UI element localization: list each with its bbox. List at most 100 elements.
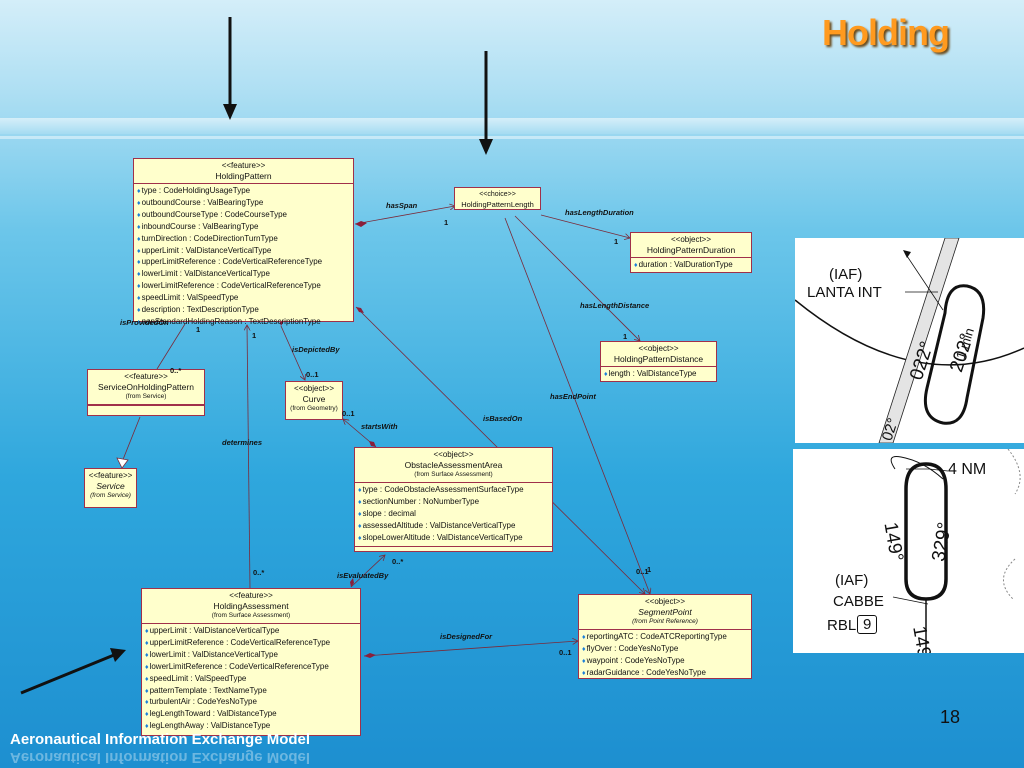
- class-segment-point[interactable]: <<object>> SegmentPoint (from Point Refe…: [578, 594, 752, 679]
- header-band: [0, 118, 1024, 134]
- footer-text: Aeronautical Information Exchange Model: [10, 731, 311, 748]
- attribute: legLengthAway : ValDistanceType: [145, 721, 357, 733]
- multiplicity: 0..1: [342, 409, 355, 418]
- class-holding-pattern[interactable]: <<feature>> HoldingPattern type : CodeHo…: [133, 158, 354, 326]
- attribute: speedLimit : ValSpeedType: [137, 293, 350, 305]
- multiplicity: 0..1: [636, 567, 649, 576]
- class-name: HoldingPatternDuration: [646, 245, 736, 255]
- attribute: inboundCourse : ValBearingType: [137, 222, 350, 234]
- package-origin: (from Point Reference): [632, 618, 698, 625]
- stereotype: <<feature>>: [229, 591, 273, 600]
- attribute: sectionNumber : NoNumberType: [358, 497, 549, 509]
- multiplicity: 1: [647, 565, 652, 574]
- attribute: turbulentAir : CodeYesNoType: [145, 697, 357, 709]
- holding-pattern-drawing: [795, 238, 1024, 443]
- attribute: outboundCourse : ValBearingType: [137, 198, 350, 210]
- attribute-list: type : CodeObstacleAssessmentSurfaceType…: [355, 483, 552, 546]
- rbl-label: RBL: [827, 617, 857, 634]
- attribute: lowerLimit : ValDistanceVerticalType: [137, 269, 350, 281]
- assoc-is-based-on: isBasedOn: [483, 414, 523, 423]
- package-origin: (from Surface Assessment): [414, 471, 493, 478]
- stereotype: <<feature>>: [88, 471, 133, 480]
- attribute: duration : ValDurationType: [634, 260, 748, 272]
- class-name: ServiceOnHoldingPattern: [98, 382, 194, 392]
- class-obstacle-assessment-area[interactable]: <<object>> ObstacleAssessmentArea (from …: [354, 447, 553, 552]
- attribute: upperLimitReference : CodeVerticalRefere…: [137, 257, 350, 269]
- header-band-thin: [0, 136, 1024, 139]
- operation-section: [355, 545, 552, 552]
- attribute: radarGuidance : CodeYesNoType: [582, 668, 748, 680]
- package-origin: (from Surface Assessment): [211, 612, 291, 619]
- attribute: lowerLimit : ValDistanceVerticalType: [145, 650, 357, 662]
- multiplicity: 1: [196, 325, 201, 334]
- class-holding-pattern-length[interactable]: <<choice>> HoldingPatternLength: [454, 187, 541, 210]
- stereotype: <<object>>: [293, 384, 335, 393]
- multiplicity: 0..1: [306, 370, 319, 379]
- attribute: speedLimit : ValSpeedType: [145, 674, 357, 686]
- package-origin: (from Geometry): [290, 405, 338, 412]
- assoc-starts-with: startsWith: [361, 422, 398, 431]
- class-holding-assessment[interactable]: <<feature>> HoldingAssessment (from Surf…: [141, 588, 361, 736]
- assoc-has-length-duration: hasLengthDuration: [565, 208, 634, 217]
- assoc-is-designed-for: isDesignedFor: [440, 632, 493, 641]
- holding-chart-excerpt-top: (IAF) LANTA INT 022° 202° 1 min 02°: [795, 238, 1024, 443]
- attribute: patternTemplate : TextNameType: [145, 686, 357, 698]
- multiplicity: 0..1: [559, 648, 572, 657]
- stereotype: <<object>>: [670, 235, 712, 244]
- stereotype: <<object>>: [644, 597, 686, 606]
- package-origin: (from Service): [125, 393, 167, 400]
- class-holding-pattern-distance[interactable]: <<object>> HoldingPatternDistance length…: [600, 341, 717, 382]
- iaf-label: (IAF): [829, 266, 863, 283]
- assoc-determines: determines: [222, 438, 263, 447]
- class-holding-pattern-duration[interactable]: <<object>> HoldingPatternDuration durati…: [630, 232, 752, 273]
- attribute-list: length : ValDistanceType: [601, 367, 716, 382]
- class-name: Service: [96, 481, 125, 491]
- multiplicity: 0..*: [253, 568, 265, 577]
- attribute: slope : decimal: [358, 509, 549, 521]
- iaf-label: (IAF): [835, 572, 869, 589]
- assoc-is-depicted-by: isDepictedBy: [292, 345, 340, 354]
- attribute: nonStandardHoldingReason : TextDescripti…: [137, 317, 350, 329]
- attribute: lowerLimitReference : CodeVerticalRefere…: [145, 662, 357, 674]
- stereotype: <<object>>: [638, 344, 679, 353]
- rbl-number-box: 9: [857, 615, 878, 634]
- attribute: turnDirection : CodeDirectionTurnType: [137, 234, 350, 246]
- holding-chart-excerpt-bottom: 4 NM 149° 329° (IAF) CABBE RBL 9 149: [793, 449, 1024, 653]
- attribute: type : CodeObstacleAssessmentSurfaceType: [358, 485, 549, 497]
- class-name: SegmentPoint: [638, 607, 692, 617]
- leg-distance-label: 4 NM: [948, 461, 987, 478]
- class-name: ObstacleAssessmentArea: [404, 460, 503, 470]
- attribute: upperLimitReference : CodeVerticalRefere…: [145, 638, 357, 650]
- assoc-is-provided-on: isProvidedOn: [120, 318, 169, 327]
- class-name: HoldingPattern: [215, 171, 272, 181]
- attribute: flyOver : CodeYesNoType: [582, 644, 748, 656]
- attribute-list: type : CodeHoldingUsageType outboundCour…: [134, 184, 353, 330]
- attribute-list: duration : ValDurationType: [631, 258, 751, 273]
- stereotype: <<object>>: [433, 450, 474, 459]
- class-service-on-holding-pattern[interactable]: <<feature>> ServiceOnHoldingPattern (fro…: [87, 369, 205, 416]
- attribute: lowerLimitReference : CodeVerticalRefere…: [137, 281, 350, 293]
- attribute-section: [88, 405, 204, 411]
- assoc-has-end-point: hasEndPoint: [550, 392, 596, 401]
- stereotype: <<feature>>: [221, 161, 266, 170]
- class-curve[interactable]: <<object>> Curve (from Geometry): [285, 381, 343, 420]
- stereotype: <<choice>>: [479, 191, 516, 198]
- attribute: upperLimit : ValDistanceVerticalType: [145, 626, 357, 638]
- class-service[interactable]: <<feature>> Service (from Service): [84, 468, 137, 508]
- class-name: HoldingPatternDistance: [613, 354, 704, 364]
- attribute: outboundCourseType : CodeCourseType: [137, 210, 350, 222]
- package-origin: (from Service): [90, 492, 131, 499]
- attribute-list: upperLimit : ValDistanceVerticalType upp…: [142, 624, 360, 734]
- multiplicity: 1: [444, 218, 449, 227]
- multiplicity: 0..*: [170, 366, 182, 375]
- multiplicity: 1: [614, 237, 619, 246]
- attribute: upperLimit : ValDistanceVerticalType: [137, 246, 350, 258]
- assoc-has-length-distance: hasLengthDistance: [580, 301, 650, 310]
- slide-title: Holding: [822, 12, 950, 53]
- stereotype: <<feature>>: [124, 372, 168, 381]
- assoc-is-evaluated-by: isEvaluatedBy: [337, 571, 389, 580]
- class-name: HoldingAssessment: [213, 601, 289, 611]
- page-number: 18: [940, 707, 961, 727]
- attribute: legLengthToward : ValDistanceType: [145, 709, 357, 721]
- attribute: description : TextDescriptionType: [137, 305, 350, 317]
